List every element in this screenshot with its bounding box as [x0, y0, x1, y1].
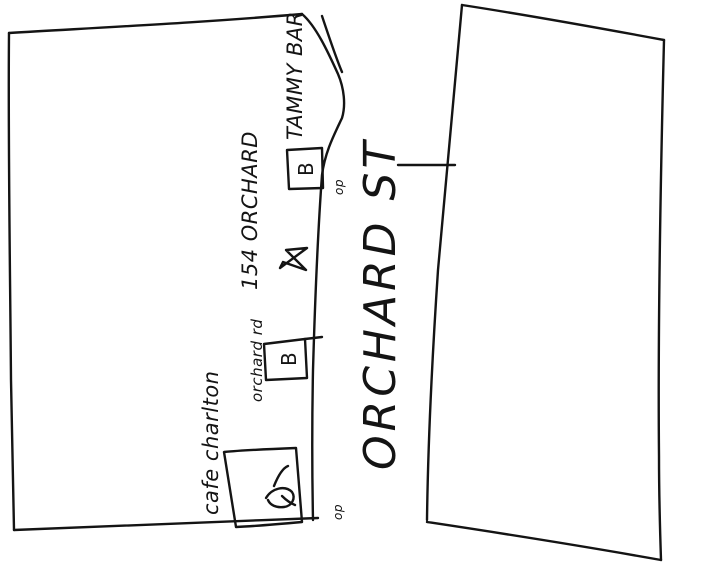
- bus-stop-box-1-ext: [303, 335, 324, 341]
- bus-stop-marker-2: B: [285, 146, 325, 191]
- op-label-2: op: [332, 179, 346, 195]
- place-label-orchard-rd: orchard rd: [248, 319, 266, 402]
- right-block-right-edge: [657, 38, 666, 562]
- bus-stop-box-2-label: B: [294, 162, 318, 176]
- bus-stop-marker-1: B: [262, 335, 324, 382]
- right-block-left-edge: [425, 3, 464, 522]
- upper-curb-stroke: [320, 14, 344, 74]
- street-label: ORCHARD ST: [355, 138, 406, 470]
- left-block-top-edge: [7, 12, 304, 35]
- cafe-drinks-icon: [264, 464, 297, 509]
- right-block-bottom-edge: [425, 520, 663, 562]
- cafe-building-outline: [222, 446, 304, 529]
- place-label-tammy-bar: TAMMY BAR: [283, 11, 307, 140]
- destination-star-icon: [278, 246, 309, 272]
- right-block-top-edge: [460, 3, 666, 42]
- bus-stop-box-1-label: B: [277, 352, 301, 366]
- bus-stop-box-1-outline: [262, 337, 309, 382]
- bus-stop-box-2-outline: [285, 146, 325, 191]
- place-label-154-orchard: 154 ORCHARD: [238, 131, 262, 290]
- cafe-building: [222, 446, 304, 529]
- place-label-cafe: cafe charlton: [199, 371, 223, 516]
- right-city-block: [396, 3, 666, 562]
- op-label-1: op: [331, 504, 345, 520]
- left-block-bottom-edge: [12, 516, 320, 532]
- left-block-left-edge: [7, 31, 16, 532]
- sidewalk-curb-line: [300, 12, 346, 522]
